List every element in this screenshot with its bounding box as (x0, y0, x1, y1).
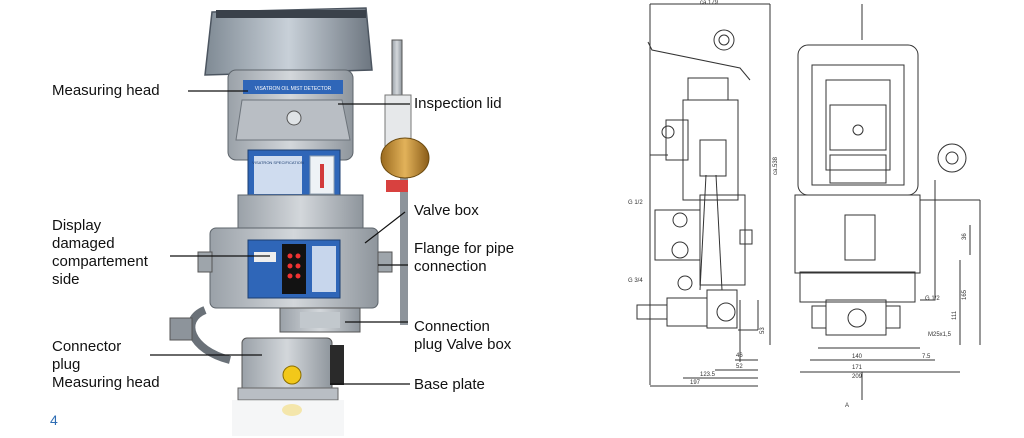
side-view-drawing (636, 3, 771, 387)
dim-165: 165 (962, 289, 968, 300)
front-view-drawing (794, 4, 981, 400)
dim-46: 46 (736, 353, 743, 359)
dim-111: 111 (952, 310, 958, 320)
dim-g12-left: G 1/2 (628, 200, 643, 206)
page-number: 4 (50, 412, 58, 428)
label-base-plate: Base plate (414, 376, 485, 393)
dim-m25: M25x1,5 (928, 332, 952, 338)
dim-g34: G 3/4 (628, 278, 643, 284)
dim-197: 197 (690, 380, 701, 386)
dim-140: 140 (852, 354, 863, 360)
label-inspection-lid: Inspection lid (414, 95, 502, 112)
head-banner: VISATRON OIL MIST DETECTOR (255, 86, 332, 92)
dim-height: ca.538 (773, 156, 779, 175)
dim-1235: 123.5 (700, 372, 716, 378)
label-display: Display damaged compartement side (52, 217, 148, 288)
label-flange: Flange for pipe connection (414, 240, 515, 275)
dim-171: 171 (852, 365, 863, 371)
base-plate (237, 387, 339, 401)
dim-section-a: A (845, 403, 849, 409)
dim-36: 36 (962, 233, 968, 240)
dim-g12-right: G 1/2 (925, 296, 940, 302)
brass-flange (380, 137, 430, 179)
dim-top-width: ca.179 (700, 0, 719, 6)
mounting-bracket (204, 7, 373, 76)
dim-75: 7.5 (922, 354, 931, 360)
panel-title: VISATRON SPECIFICATION (252, 160, 304, 165)
dim-209: 209 (852, 374, 863, 380)
label-measuring-head: Measuring head (52, 82, 160, 99)
dim-53: 53 (760, 327, 766, 334)
label-connector-plug: Connector plug Measuring head (52, 338, 160, 391)
label-valve-box: Valve box (414, 202, 479, 219)
connector-plug (241, 337, 333, 394)
label-connection-plug: Connection plug Valve box (414, 318, 512, 353)
dim-52: 52 (736, 364, 743, 370)
